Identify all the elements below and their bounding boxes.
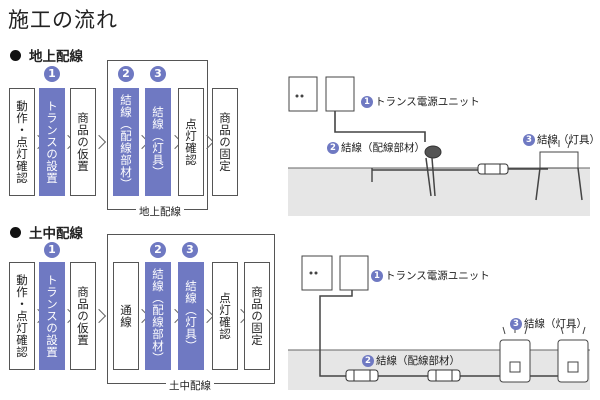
transformer-box bbox=[325, 76, 355, 112]
step-label: 動作・点灯確認 bbox=[15, 274, 29, 358]
annotation-transformer: 1 トランス電源ユニット bbox=[371, 268, 490, 283]
step-label: トランスの設置 bbox=[45, 274, 59, 358]
annotation-lamp: 3 結線（灯具） bbox=[510, 316, 587, 331]
step-number-1: 1 bbox=[44, 66, 60, 82]
step-box-highlight: 結線（灯具） bbox=[145, 88, 171, 196]
step-box-highlight: 結線（配線部材） bbox=[113, 88, 139, 196]
spike-lamp bbox=[424, 145, 442, 159]
annotation-wiring: 2 結線（配線部材） bbox=[362, 353, 460, 368]
step-box-highlight: トランスの設置 bbox=[39, 262, 65, 370]
step-label: 点灯確認 bbox=[218, 292, 232, 340]
light-fixture bbox=[557, 339, 589, 383]
underground-illustration bbox=[288, 255, 590, 390]
step-label: 商品の固定 bbox=[218, 112, 232, 172]
step-box: 動作・点灯確認 bbox=[9, 262, 35, 370]
step-label: 結線（配線部材） bbox=[151, 268, 165, 364]
step-label: 動作・点灯確認 bbox=[15, 100, 29, 184]
step-label: 商品の仮置 bbox=[76, 286, 90, 346]
transformer-box bbox=[339, 255, 369, 291]
step-number-1: 1 bbox=[44, 242, 60, 258]
above-ground-illustration bbox=[288, 76, 590, 216]
step-box-highlight: 結線（配線部材） bbox=[145, 262, 171, 370]
transformer-box bbox=[288, 76, 318, 112]
annotation-transformer: 1 トランス電源ユニット bbox=[361, 94, 480, 109]
step-label: トランスの設置 bbox=[45, 100, 59, 184]
step-label: 商品の仮置 bbox=[76, 112, 90, 172]
group-label-underground: 土中配線 bbox=[166, 378, 214, 393]
light-fixture bbox=[539, 151, 579, 169]
step-box: 商品の仮置 bbox=[70, 262, 96, 370]
step-label: 商品の固定 bbox=[250, 286, 264, 346]
step-number-2: 2 bbox=[150, 242, 166, 258]
section-heading-above-ground: 地上配線 bbox=[10, 45, 83, 65]
connector bbox=[427, 369, 461, 382]
step-box: 点灯確認 bbox=[212, 262, 238, 370]
bullet-icon bbox=[10, 49, 21, 61]
step-box-highlight: 結線（灯具） bbox=[178, 262, 204, 370]
connector bbox=[477, 163, 509, 175]
group-label-above-ground: 地上配線 bbox=[136, 204, 184, 219]
bullet-icon bbox=[10, 226, 21, 238]
step-label: 結線（灯具） bbox=[184, 280, 198, 352]
connector bbox=[345, 369, 379, 382]
step-label: 結線（灯具） bbox=[151, 106, 165, 178]
page-title: 施工の流れ bbox=[8, 8, 118, 32]
step-box: 商品の固定 bbox=[212, 88, 238, 196]
annotation-wiring: 2 結線（配線部材） bbox=[327, 140, 425, 155]
step-box: 商品の固定 bbox=[244, 262, 270, 370]
annotation-lamp: 3 結線（灯具） bbox=[523, 132, 600, 147]
step-number-2: 2 bbox=[118, 66, 134, 82]
ground-surface bbox=[288, 168, 590, 216]
step-number-3: 3 bbox=[150, 66, 166, 82]
cable bbox=[371, 168, 478, 182]
step-label: 通線 bbox=[119, 304, 133, 328]
step-box: 点灯確認 bbox=[178, 88, 204, 196]
step-label: 結線（配線部材） bbox=[119, 94, 133, 190]
section-heading-underground: 土中配線 bbox=[10, 222, 83, 242]
step-box: 通線 bbox=[113, 262, 139, 370]
cable bbox=[334, 111, 426, 142]
step-box: 商品の仮置 bbox=[70, 88, 96, 196]
step-number-3: 3 bbox=[182, 242, 198, 258]
step-box-highlight: トランスの設置 bbox=[39, 88, 65, 196]
step-box: 動作・点灯確認 bbox=[9, 88, 35, 196]
cable bbox=[319, 290, 500, 377]
step-label: 点灯確認 bbox=[184, 118, 198, 166]
light-fixture bbox=[499, 339, 531, 383]
